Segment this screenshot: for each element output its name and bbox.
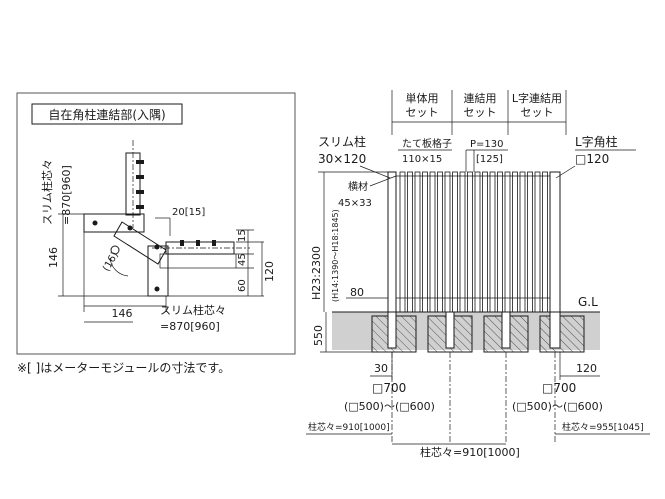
lattice-slat (444, 171, 451, 313)
center-right-label: 柱芯々=955[1045] (562, 421, 644, 433)
rail-label: 横材 (348, 180, 368, 193)
footing-4 (539, 315, 585, 353)
foot-sub-left: (□500)〜(□600) (344, 400, 435, 413)
lattice-slat (467, 171, 473, 313)
pivot-circle (110, 245, 120, 255)
dim-120-label: 120 (263, 261, 276, 282)
center-bottom-label: 柱芯々=910[1000] (420, 445, 520, 459)
post-embed-1 (387, 311, 397, 349)
bracket-h3 (212, 240, 216, 246)
post-center-h-label: スリム柱芯々 (160, 303, 226, 317)
bolt-2 (127, 225, 133, 231)
height-label: H23:2300 (310, 246, 323, 300)
angle-label: (16) (101, 250, 121, 273)
set-connect-2: セット (464, 106, 497, 119)
dim-15-label: 15 (237, 229, 248, 242)
dim-146-h-label: 146 (112, 307, 133, 320)
set-single-2: セット (406, 106, 439, 119)
module-note: ※[ ]はメーターモジュールの寸法です。 (17, 361, 230, 375)
bracket-3 (136, 190, 144, 194)
post-embed-4 (549, 311, 561, 349)
left-title: 自在角柱連結部(入隅) (48, 107, 165, 122)
lattice-slat (512, 171, 518, 313)
lattice-slat (519, 171, 526, 313)
bolt-4 (154, 286, 160, 292)
set-connect-1: 連結用 (464, 91, 497, 105)
foot-700-left: □700 (372, 381, 406, 395)
gl-label: G.L (578, 295, 598, 309)
slim-post-label: スリム柱 (318, 134, 366, 149)
lattice-slat (497, 171, 503, 313)
bracket-h1 (180, 240, 184, 246)
rail-size: 45×33 (338, 198, 372, 209)
dim-20-label: 20[15] (172, 207, 205, 218)
pitch-m-label: [125] (476, 154, 503, 165)
bolt-1 (92, 220, 98, 226)
post-center-h-value: =870[960] (160, 320, 220, 333)
slim-post-size: 30×120 (318, 152, 366, 166)
lattice-label: たて板格子 (402, 137, 452, 150)
horizontal-base (159, 253, 237, 269)
angle-arc (109, 257, 129, 277)
lattice-slat (399, 171, 406, 313)
l-post-leader (555, 165, 576, 179)
lattice-slat (429, 171, 436, 313)
lattice-slat (542, 171, 548, 313)
l-post-size: □120 (575, 152, 609, 166)
left-panel-frame (16, 92, 296, 355)
set-lconnect-2: セット (521, 106, 554, 119)
foot-sub-right: (□500)〜(□600) (512, 400, 603, 413)
bracket-h2 (196, 240, 200, 246)
dim-550-label: 550 (312, 325, 325, 346)
post-embed-2 (445, 311, 455, 349)
bracket-2 (136, 175, 144, 179)
rail-leader (369, 175, 397, 187)
fence (387, 171, 561, 313)
l-corner-post (549, 171, 561, 313)
corner-plate-top (83, 213, 145, 233)
set-single-1: 単体用 (406, 91, 439, 105)
dim-45-label: 45 (237, 253, 248, 266)
lattice-slat (452, 171, 458, 313)
bolt-3 (154, 244, 160, 250)
lattice-slat (474, 171, 481, 313)
lattice-slat (504, 171, 511, 313)
lattice-size: 110×15 (402, 154, 442, 165)
dim-60-label: 60 (237, 279, 248, 292)
lattice-slat (437, 171, 443, 313)
dim-146-v-label: 146 (47, 247, 60, 268)
foot-700-right: □700 (542, 381, 576, 395)
post-embed-3 (501, 311, 511, 349)
lattice-slat (527, 171, 533, 313)
left-panel: 自在角柱連結部(入隅) スリム柱芯々 =870[960] (16) (16, 92, 296, 355)
lattice-slat (534, 171, 541, 313)
bracket-4 (136, 205, 144, 209)
lattice-slat (407, 171, 413, 313)
l-post-label: L字角柱 (575, 134, 618, 149)
pitch-label: P=130 (470, 139, 504, 150)
lattice-slat (489, 171, 496, 313)
lattice-slat (459, 171, 466, 313)
right-panel: 単体用 セット 連結用 セット L字連結用 セット スリム柱 30×120 たて… (306, 90, 650, 459)
center-left-label: 柱芯々=910[1000] (308, 421, 390, 433)
height-sub-label: (H14:1390〜H18:1845) (331, 209, 340, 302)
lattice-slat (414, 171, 421, 313)
left-title-box (31, 103, 183, 125)
bracket-1 (136, 160, 144, 164)
set-lconnect-1: L字連結用 (512, 91, 562, 105)
dim-120-r-label: 120 (576, 362, 597, 375)
dim-30-label: 30 (374, 362, 388, 375)
diagonal-connector (113, 221, 167, 265)
post-center-v-value: =870[960] (60, 165, 73, 225)
fence-slats (399, 171, 548, 313)
lattice-slat (482, 171, 488, 313)
slim-post-left (387, 171, 397, 313)
post-center-v-label: スリム柱芯々 (40, 159, 54, 225)
lattice-slat (422, 171, 428, 313)
dim-80-label: 80 (350, 286, 364, 299)
